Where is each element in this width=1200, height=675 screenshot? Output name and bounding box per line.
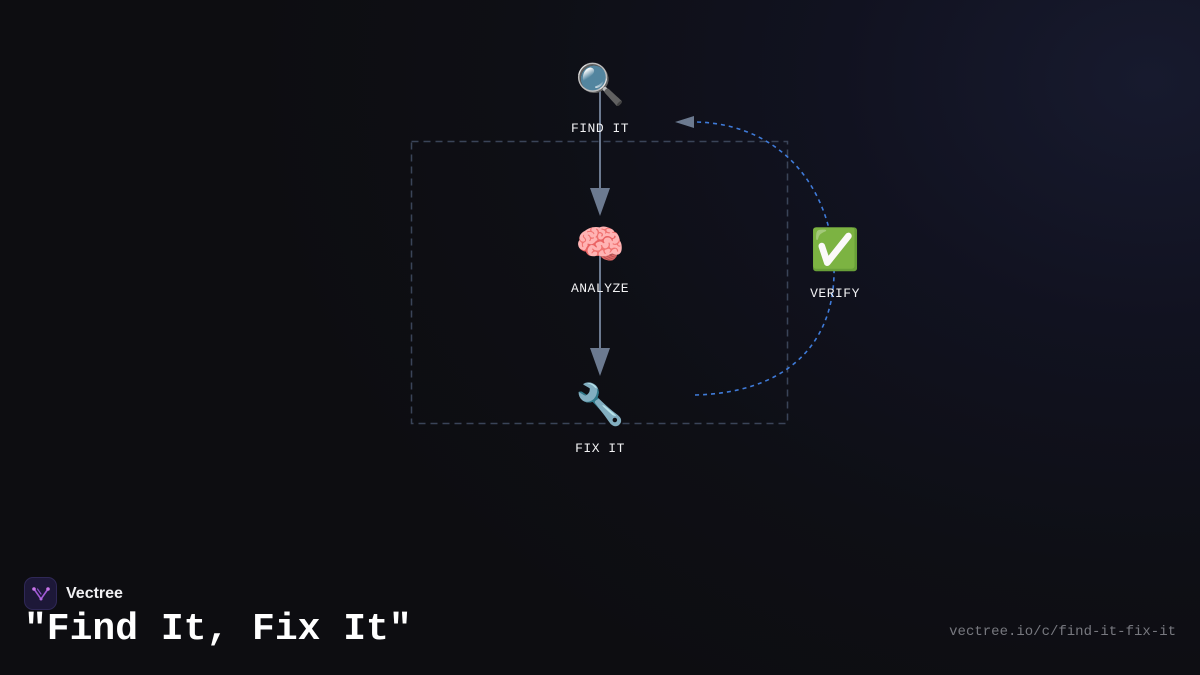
arrow-head-analyze: [590, 188, 610, 216]
check-mark-icon: ✅: [810, 227, 860, 273]
arrow-head-fix: [590, 348, 610, 376]
node-label-find-it: FIND IT: [570, 121, 630, 136]
edge-verify-loop: [694, 121, 835, 396]
brain-icon: 🧠: [575, 222, 625, 268]
node-label-analyze: ANALYZE: [570, 281, 630, 296]
vectree-logo-icon: [24, 577, 57, 610]
arrow-head-loop: [675, 116, 694, 128]
wrench-icon: 🔧: [575, 382, 625, 428]
brand-name: Vectree: [66, 584, 123, 602]
magnifier-icon: 🔍: [575, 62, 625, 108]
node-label-fix-it: FIX IT: [575, 441, 625, 456]
page-title: "Find It, Fix It": [24, 608, 412, 651]
source-url[interactable]: vectree.io/c/find-it-fix-it: [949, 624, 1176, 640]
node-label-verify: VERIFY: [810, 286, 860, 301]
fix-loop-boundary: [410, 140, 789, 425]
brand: Vectree: [24, 577, 123, 610]
